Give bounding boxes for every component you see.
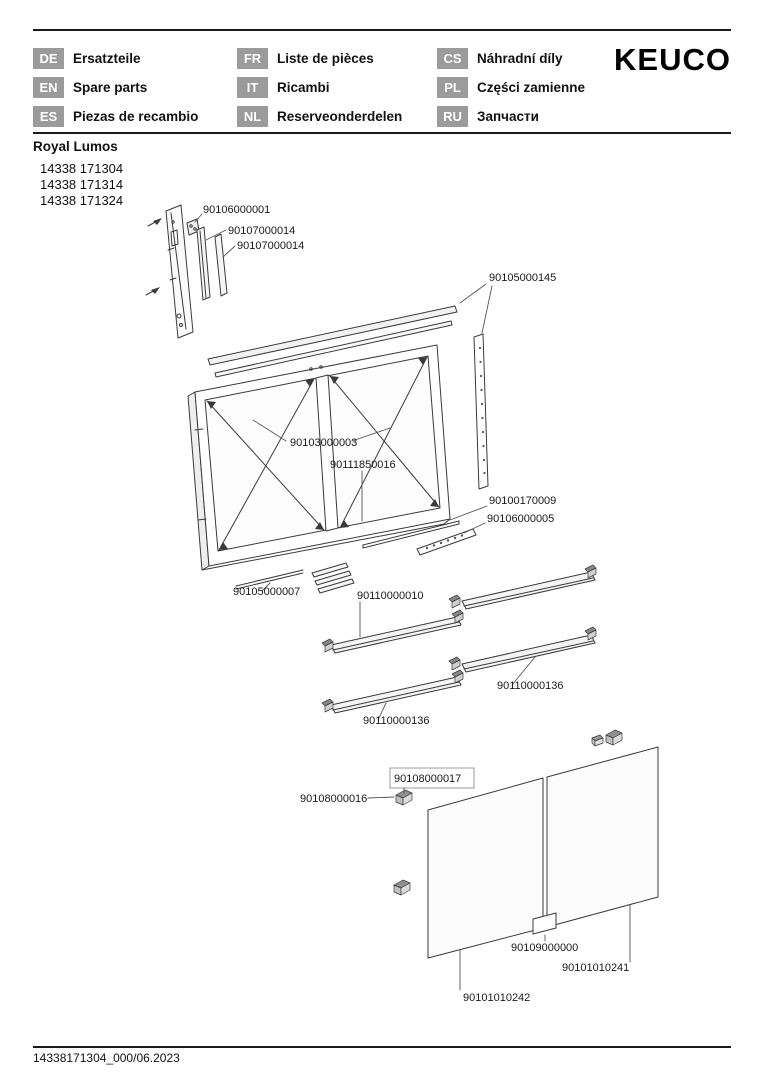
center-divider xyxy=(315,374,339,532)
hinge-bracket xyxy=(395,789,413,806)
product-block: Royal Lumos 14338 171304 14338 171314 14… xyxy=(33,139,123,209)
lang-badge-en: EN xyxy=(33,77,64,98)
part-label-90106000005: 90106000005 xyxy=(487,513,554,525)
cabinet-body xyxy=(187,344,451,571)
hinge-bracket xyxy=(393,879,411,896)
part-label-90107000014: 90107000014 xyxy=(228,225,295,237)
part-label-90100170009: 90100170009 xyxy=(489,495,556,507)
part-label-90107000014-2: 90107000014 xyxy=(237,240,304,252)
top-rail-profiles xyxy=(207,305,458,378)
glass-shelf xyxy=(330,616,462,654)
bottom-profile-strips xyxy=(235,520,477,594)
mirror-doors xyxy=(389,729,659,959)
lang-label-en: Spare parts xyxy=(73,80,148,95)
mirror-door-right xyxy=(546,746,659,928)
header-divider-rule xyxy=(33,132,731,134)
lang-row-cs: CS Náhradní díly xyxy=(437,48,585,69)
part-label-90110000136-2: 90110000136 xyxy=(363,715,429,727)
glass-shelves xyxy=(321,564,597,714)
lang-label-nl: Reserveonderdelen xyxy=(277,109,403,124)
lang-badge-de: DE xyxy=(33,48,64,69)
glass-shelf xyxy=(330,676,462,714)
lang-badge-nl: NL xyxy=(237,106,268,127)
lang-label-ru: Запчасти xyxy=(477,109,539,124)
led-light-strip xyxy=(473,333,489,490)
hinge-strip-assembly xyxy=(145,204,228,339)
part-label-90105000145: 90105000145 xyxy=(489,272,556,284)
part-label-90111850016: 90111850016 xyxy=(330,459,396,471)
lang-badge-ru: RU xyxy=(437,106,468,127)
lang-badge-pl: PL xyxy=(437,77,468,98)
lang-label-cs: Náhradní díly xyxy=(477,51,563,66)
lang-row-de: DE Ersatzteile xyxy=(33,48,198,69)
language-column-2: FR Liste de pièces IT Ricambi NL Reserve… xyxy=(237,48,402,135)
lang-row-ru: RU Запчасти xyxy=(437,106,585,127)
hinge-pin xyxy=(591,734,604,747)
lang-label-es: Piezas de recambio xyxy=(73,109,199,124)
glass-shelf xyxy=(461,634,596,673)
product-name: Royal Lumos xyxy=(33,139,118,154)
part-label-90108000016: 90108000016 xyxy=(300,793,367,805)
product-variant: 14338 171314 xyxy=(40,177,124,192)
part-label-90101010241: 90101010241 xyxy=(562,962,629,974)
product-variant: 14338 171324 xyxy=(40,193,124,208)
lang-label-pl: Części zamienne xyxy=(477,80,586,95)
cover-profile-b xyxy=(214,233,228,297)
part-label-90108000017: 90108000017 xyxy=(394,773,461,785)
direction-arrow-icon xyxy=(151,287,160,294)
lang-badge-es: ES xyxy=(33,106,64,127)
hinge-bracket xyxy=(605,729,623,746)
perforated-strip xyxy=(416,528,477,556)
lang-row-fr: FR Liste de pièces xyxy=(237,48,402,69)
lang-row-it: IT Ricambi xyxy=(237,77,402,98)
part-label-90106000001: 90106000001 xyxy=(203,204,270,216)
part-labels: 90106000001 90107000014 90107000014 9010… xyxy=(203,204,629,1004)
shelf-clips xyxy=(321,564,597,713)
part-label-90110000136: 90110000136 xyxy=(497,680,563,692)
lang-badge-it: IT xyxy=(237,77,268,98)
language-column-3: CS Náhradní díly PL Części zamienne RU З… xyxy=(437,48,585,135)
part-label-90105000007: 90105000007 xyxy=(233,586,300,598)
lang-row-pl: PL Części zamienne xyxy=(437,77,585,98)
footer-rule xyxy=(33,1046,731,1048)
lang-row-es: ES Piezas de recambio xyxy=(33,106,198,127)
mirror-door-left xyxy=(427,777,544,959)
label-callout-box xyxy=(389,767,475,789)
cover-profile-a xyxy=(196,226,211,301)
language-header: DE Ersatzteile EN Spare parts ES Piezas … xyxy=(33,44,731,130)
lang-badge-fr: FR xyxy=(237,48,268,69)
direction-arrow-icon xyxy=(153,218,162,225)
top-rule xyxy=(33,29,731,31)
glass-shelf xyxy=(461,571,596,610)
leader-lines xyxy=(194,213,631,991)
part-label-90103000003: 90103000003 xyxy=(290,437,357,449)
product-variant: 14338 171304 xyxy=(40,161,124,176)
lang-badge-cs: CS xyxy=(437,48,468,69)
lang-row-nl: NL Reserveonderdelen xyxy=(237,106,402,127)
door-bottom-fitting xyxy=(532,912,557,935)
document-id: 14338171304_000/06.2023 xyxy=(33,1051,180,1065)
panel-extent-arrows xyxy=(207,357,439,550)
keuco-logo: KEUCO xyxy=(614,42,731,77)
lang-label-it: Ricambi xyxy=(277,80,330,95)
part-label-90110000010: 90110000010 xyxy=(357,590,423,602)
part-label-90101010242: 90101010242 xyxy=(463,992,530,1004)
lang-label-fr: Liste de pièces xyxy=(277,51,374,66)
lang-row-en: EN Spare parts xyxy=(33,77,198,98)
part-label-90109000000: 90109000000 xyxy=(511,942,578,954)
lang-label-de: Ersatzteile xyxy=(73,51,141,66)
language-column-1: DE Ersatzteile EN Spare parts ES Piezas … xyxy=(33,48,198,135)
